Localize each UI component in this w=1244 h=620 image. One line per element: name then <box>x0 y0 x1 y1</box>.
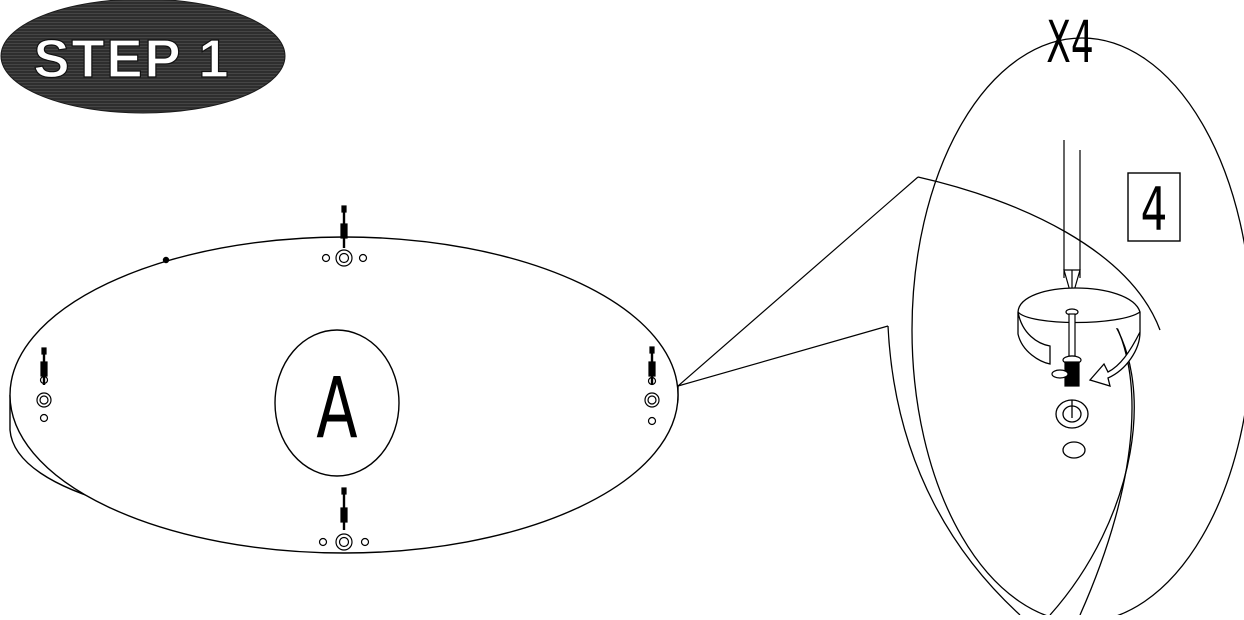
rotation-arrow-icon <box>1017 287 1141 387</box>
panel-label-text: A <box>316 360 357 458</box>
part-number-box: 4 <box>1127 172 1181 246</box>
detail-bolt-icon <box>1051 308 1082 387</box>
part-number-text: 4 <box>1141 176 1168 246</box>
panel-label-circle: A <box>274 329 400 477</box>
bolt-top <box>321 205 368 267</box>
detail-holes <box>1055 399 1089 459</box>
bolt-right <box>644 346 660 426</box>
step-badge: STEP 1 <box>0 0 286 114</box>
screwdriver-icon <box>1063 140 1081 301</box>
quantity-label: X4 <box>1046 9 1094 76</box>
zoom-callout-lines <box>677 176 919 387</box>
detail-bubble <box>887 37 1244 620</box>
bolt-bottom <box>318 487 370 551</box>
step-label: STEP 1 <box>33 29 230 89</box>
bolt-left <box>36 347 52 423</box>
